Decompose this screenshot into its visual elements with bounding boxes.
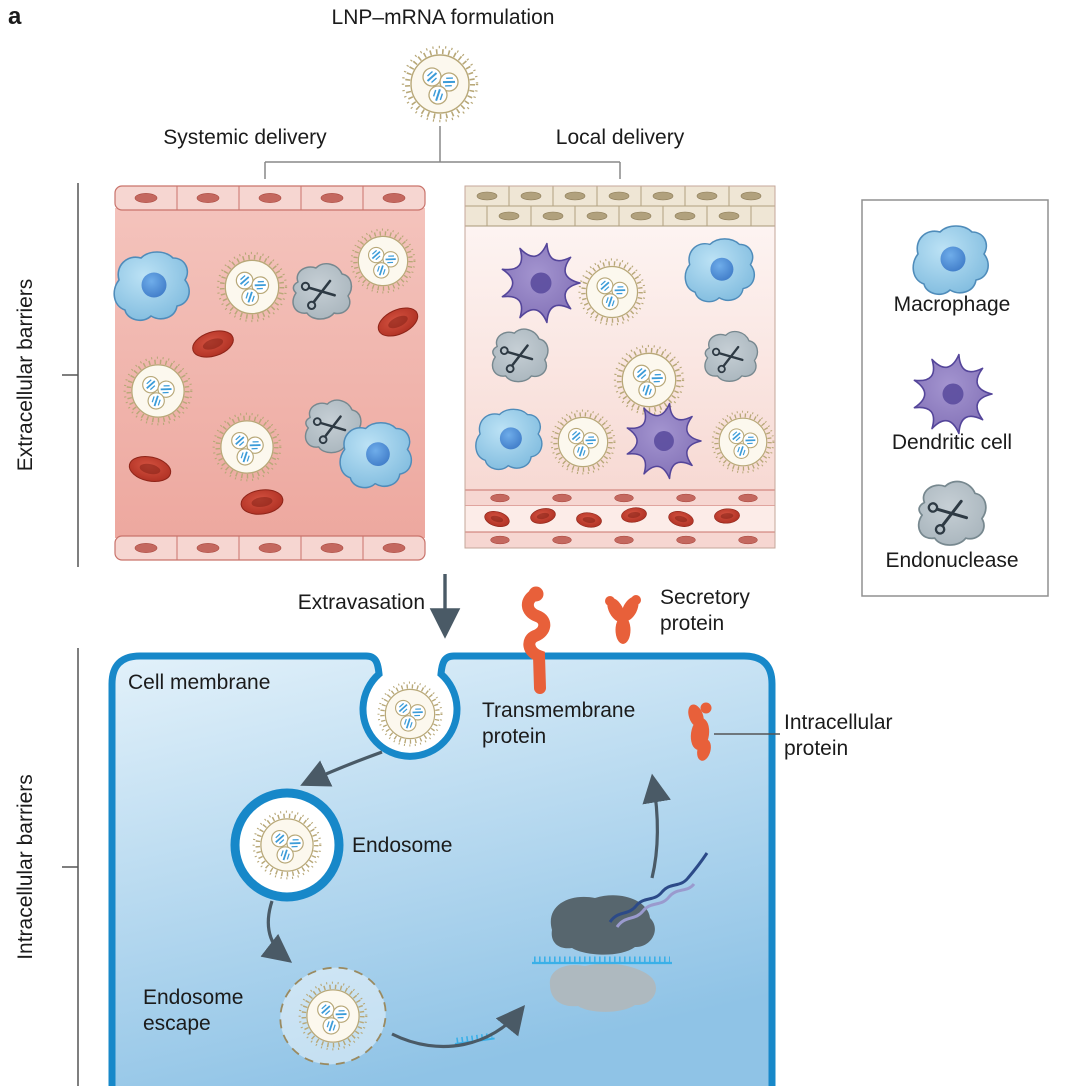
secretory-protein-shape xyxy=(605,595,641,644)
legend-box xyxy=(861,199,1049,597)
mrna-release-arrow xyxy=(391,1005,526,1048)
mrna-strand xyxy=(532,956,672,965)
local-delivery-label: Local delivery xyxy=(555,126,685,149)
intracellular-protein-label: Intracellular protein xyxy=(784,711,893,760)
systemic-delivery-panel xyxy=(113,185,426,561)
endosome-label: Endosome xyxy=(352,834,453,857)
endocytosis-arrow xyxy=(300,750,383,787)
figure-title: LNP–mRNA formulation xyxy=(331,6,555,29)
endosome-escape-shape xyxy=(279,966,387,1066)
lnp-in-pit xyxy=(379,683,442,746)
transmembrane-protein-shape xyxy=(521,586,551,694)
extracellular-bracket xyxy=(62,183,79,567)
protein-translation-arrow xyxy=(642,773,671,879)
transmembrane-protein-label: Transmembrane protein xyxy=(482,699,636,748)
intracellular-protein-shape xyxy=(688,702,712,761)
endosome-escape-label: Endosome escape xyxy=(143,986,244,1035)
legend-label-dendritic-cell: Dendritic cell xyxy=(891,431,1013,454)
tissue-capillary xyxy=(464,489,776,549)
target-cell xyxy=(108,586,780,1086)
legend-label-macrophage: Macrophage xyxy=(893,293,1011,316)
delivery-bracket xyxy=(264,126,621,179)
local-delivery-panel xyxy=(464,185,776,549)
process-arrows xyxy=(260,750,671,1048)
endosome-maturation-arrow xyxy=(260,900,293,963)
panel-letter: a xyxy=(8,3,22,30)
ribosome-shape xyxy=(532,852,709,1012)
intracellular-bracket xyxy=(62,648,79,1086)
legend-label-endonuclease: Endonuclease xyxy=(885,549,1019,572)
extracellular-barriers-label: Extracellular barriers xyxy=(14,278,38,472)
nascent-protein-strand xyxy=(615,882,696,928)
lnp-formulation-icon xyxy=(403,47,477,121)
extravasation-label: Extravasation xyxy=(297,591,425,614)
systemic-delivery-label: Systemic delivery xyxy=(163,126,327,149)
nascent-protein-strand xyxy=(608,852,709,923)
intracellular-barriers-label: Intracellular barriers xyxy=(14,774,38,960)
secretory-protein-label: Secretory protein xyxy=(660,586,750,635)
cell-membrane-label: Cell membrane xyxy=(128,671,271,694)
